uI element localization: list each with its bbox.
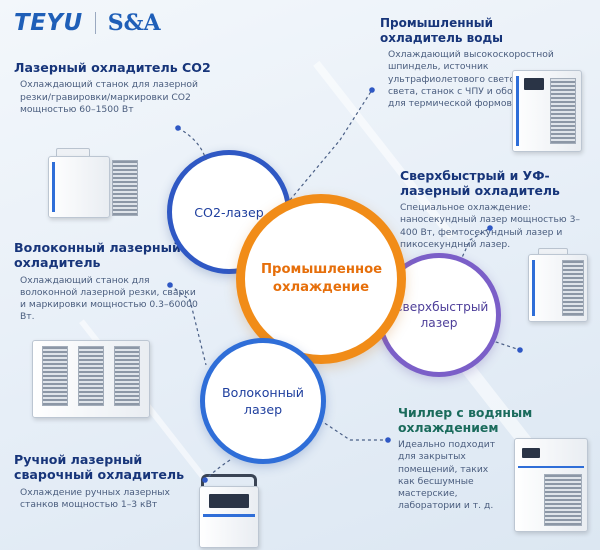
connector-ultra-top xyxy=(459,227,491,263)
connector-dot xyxy=(167,282,173,288)
co2-chiller-image xyxy=(48,148,138,220)
handheld-chiller-desc: Охлаждение ручных лазерных станков мощно… xyxy=(20,486,170,510)
machine-grill xyxy=(112,160,138,216)
ultrafast-chiller-block: Сверхбыстрый и УФ-лазерный охладитель Сп… xyxy=(400,168,595,251)
connector-dot xyxy=(487,225,493,231)
industrial-cooling-circle: Промышленное охлаждение xyxy=(236,194,406,364)
brand-teyu: TEYU xyxy=(14,10,83,36)
connector-dot xyxy=(517,347,523,353)
co2-chiller-desc: Охлаждающий станок для лазерной резки/гр… xyxy=(20,79,198,115)
machine-stripe xyxy=(52,162,55,212)
machine-stripe xyxy=(518,466,584,468)
fiber-chiller-desc: Охлаждающий станок для волоконной лазерн… xyxy=(20,274,198,323)
handheld-chiller-block: Ручной лазерный сварочный охладитель Охл… xyxy=(14,452,204,511)
connector-fiber-wchill xyxy=(319,419,388,441)
industrial-water-chiller-desc: Охлаждающий высокоскоростной шпиндель, и… xyxy=(388,49,565,109)
water-cooled-chiller-block: Чиллер с водяным охлаждением Идеально по… xyxy=(398,405,598,512)
machine-stripe xyxy=(532,260,535,316)
industrial-water-chiller-title: Промышленный охладитель воды xyxy=(380,16,503,45)
co2-chiller-title: Лазерный охладитель CO2 xyxy=(14,60,211,75)
machine-panel xyxy=(522,448,540,458)
handheld-chiller-title: Ручной лазерный сварочный охладитель xyxy=(14,452,185,483)
machine-grill xyxy=(544,474,582,526)
machine-grill xyxy=(78,346,104,406)
connector-fiber-left xyxy=(169,284,207,366)
machine-panel xyxy=(524,78,544,90)
ultrafast-laser-label: Сверхбыстрый лазер xyxy=(394,299,489,330)
brand-logo: TEYU S&A xyxy=(14,10,161,36)
ultrafast-chiller-title: Сверхбыстрый и УФ-лазерный охладитель xyxy=(400,168,560,199)
machine-stripe xyxy=(203,514,255,517)
connector-dot xyxy=(369,87,375,93)
machine-grill xyxy=(42,346,68,406)
brand-sa: S&A xyxy=(107,10,161,36)
industrial-water-chiller-image xyxy=(512,70,584,154)
fiber-laser-label: Волоконный лазер xyxy=(221,385,304,417)
machine-grill xyxy=(562,260,584,316)
water-cooled-chiller-title: Чиллер с водяным охлаждением xyxy=(398,405,533,436)
machine-panel xyxy=(209,494,249,508)
connector-dot xyxy=(202,477,208,483)
fiber-chiller-title: Волоконный лазерный охладитель xyxy=(14,240,181,271)
handheld-chiller-image xyxy=(195,474,265,550)
connector-fiber-hand xyxy=(204,459,231,481)
machine-body xyxy=(48,156,110,218)
fiber-chiller-image xyxy=(32,340,152,420)
logo-separator xyxy=(94,12,96,34)
industrial-cooling-label: Промышленное охлаждение xyxy=(261,262,383,295)
connector-co2-water xyxy=(289,89,373,201)
fiber-chiller-block: Волоконный лазерный охладитель Охлаждающ… xyxy=(14,240,204,323)
machine-grill xyxy=(114,346,140,406)
water-cooled-chiller-image xyxy=(514,438,590,534)
machine-grill xyxy=(550,78,576,144)
ultrafast-chiller-desc: Специальное охлаждение: наносекундный ла… xyxy=(400,202,581,250)
machine-stripe xyxy=(516,76,519,146)
co2-laser-label: CO2-лазер xyxy=(194,204,264,220)
fiber-laser-circle: Волоконный лазер xyxy=(200,338,326,464)
water-cooled-chiller-desc: Идеально подходит для закрытых помещений… xyxy=(398,439,496,511)
industrial-water-chiller-block: Промышленный охладитель воды Охлаждающий… xyxy=(380,16,590,110)
co2-chiller-block: Лазерный охладитель CO2 Охлаждающий стан… xyxy=(14,60,219,116)
connector-ultra-right xyxy=(489,339,521,351)
connector-dot xyxy=(385,437,391,443)
ultrafast-chiller-image xyxy=(528,248,590,324)
connector-dot xyxy=(175,125,181,131)
connector-co2-left xyxy=(177,127,207,161)
